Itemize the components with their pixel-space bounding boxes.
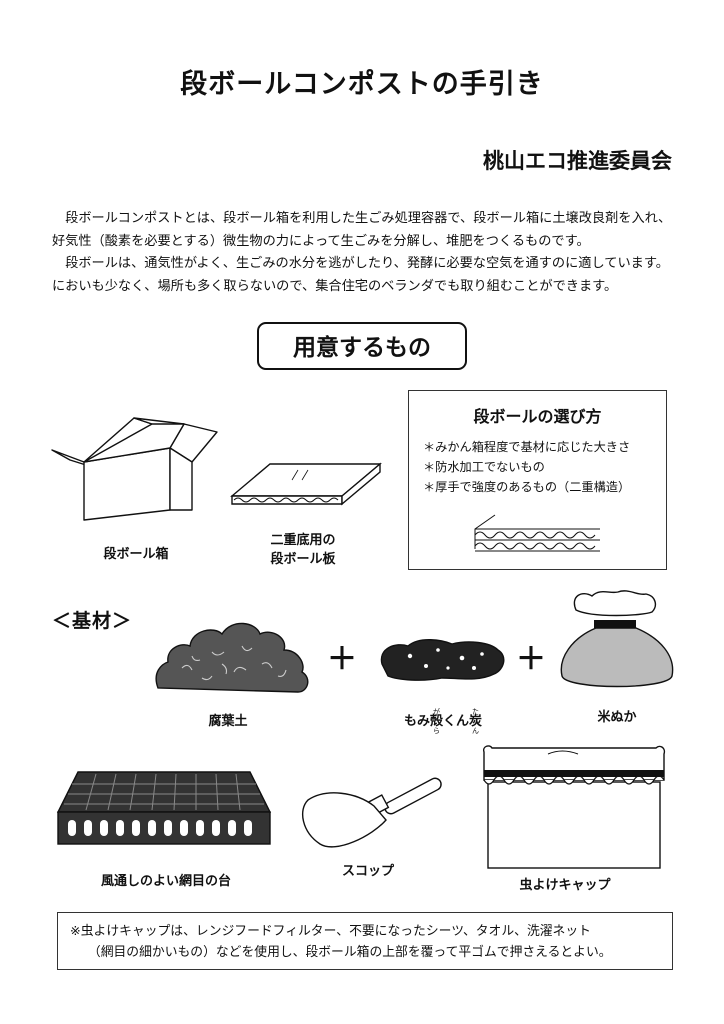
ruby-text: たん <box>469 703 483 741</box>
choose-item: ＊厚手で強度のあるもの（二重構造） <box>423 480 631 494</box>
rice-husk-charcoal-icon <box>380 639 505 681</box>
note-box: ※虫よけキャップは、レンジフードフィルター、不要になったシーツ、タオル、洗濯ネッ… <box>57 912 673 970</box>
scoop-icon <box>301 777 442 848</box>
leaf-mold-label: 腐葉土 <box>208 714 248 729</box>
mesh-stand-icon <box>56 771 272 845</box>
mesh-stand-label: 風通しのよい網目の台 <box>100 874 231 889</box>
board-label-line1: 二重底用の <box>270 533 336 548</box>
kara-ruby: がら殻 <box>429 703 443 741</box>
intro-paragraph-2: 段ボールは、通気性がよく、生ごみの水分を逃がしたり、発酵に必要な空気を通すのに適… <box>52 256 669 294</box>
note-line-1: ※虫よけキャップは、レンジフードフィルター、不要になったシーツ、タオル、洗濯ネッ… <box>70 924 591 939</box>
organization-name: 桃山エコ推進委員会 <box>483 149 672 173</box>
choose-title: 段ボールの選び方 <box>473 407 602 426</box>
rice-bran-bag-icon <box>560 590 674 688</box>
note-line-2: （網目の細かいもの）などを使用し、段ボール箱の上部を覆って平ゴムで押さえるとよい… <box>87 945 612 960</box>
leaf-mold-icon <box>155 622 309 693</box>
choose-item: ＊みかん箱程度で基材に応じた大きさ <box>423 440 631 454</box>
choose-cardboard-box: 段ボールの選び方 ＊みかん箱程度で基材に応じた大きさ ＊防水加工でないもの ＊厚… <box>408 390 667 570</box>
label-text: もみ <box>403 714 430 729</box>
cardboard-box-icon <box>51 417 218 521</box>
section-heading: 用意するもの <box>257 322 467 370</box>
label-text: くん <box>443 714 470 729</box>
page-title: 段ボールコンポストの手引き <box>180 69 544 100</box>
scoop-label: スコップ <box>341 864 394 879</box>
plus-sign: ＋ <box>327 642 357 677</box>
bug-cap-label: 虫よけキャップ <box>519 878 611 893</box>
board-label-line2: 段ボール板 <box>270 552 336 567</box>
bug-cap-box-icon <box>482 745 666 869</box>
box-label: 段ボール箱 <box>103 547 169 562</box>
cardboard-board-icon <box>230 462 382 506</box>
intro-text: 段ボールコンポストとは、段ボール箱を利用した生ごみ処理容器で、段ボール箱に土壌改… <box>52 208 682 298</box>
kizai-heading: ＜基材＞ <box>52 610 133 632</box>
ruby-text: がら <box>429 703 443 741</box>
double-wall-board-icon <box>474 514 600 552</box>
rice-bran-label: 米ぬか <box>597 710 637 725</box>
choose-item: ＊防水加工でないもの <box>423 460 545 474</box>
plus-sign: ＋ <box>516 642 546 677</box>
rice-husk-charcoal-label: もみがら殻くんたん炭 <box>388 703 498 741</box>
board-label: 二重底用の 段ボール板 <box>248 531 358 569</box>
intro-paragraph-1: 段ボールコンポストとは、段ボール箱を利用した生ごみ処理容器で、段ボール箱に土壌改… <box>52 211 672 249</box>
choose-list: ＊みかん箱程度で基材に応じた大きさ ＊防水加工でないもの ＊厚手で強度のあるもの… <box>423 437 630 497</box>
tan-ruby: たん炭 <box>469 703 483 741</box>
